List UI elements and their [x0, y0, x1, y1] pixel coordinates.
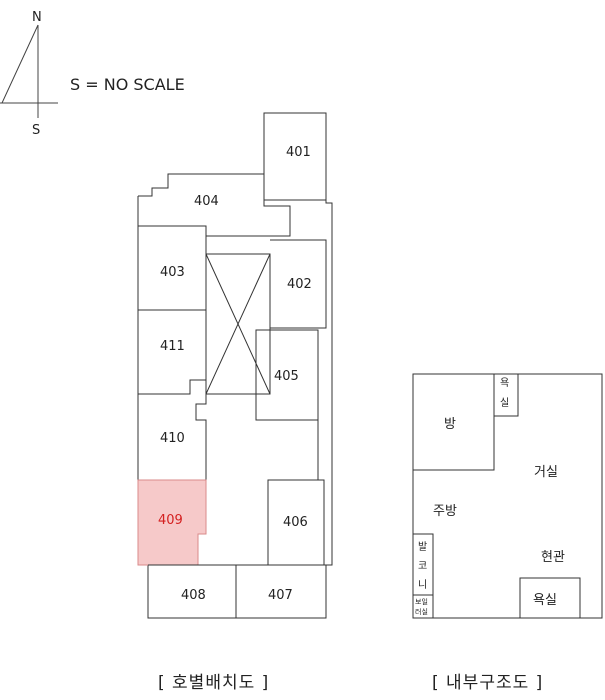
interior-plan [412, 373, 603, 619]
building-outline [137, 112, 333, 619]
room-bang-label: 방 [444, 417, 456, 432]
elevator-shaft [205, 253, 271, 395]
wall-left-core-lower [195, 394, 207, 480]
unit-401-wall [263, 174, 326, 201]
compass-south-label: S [32, 123, 40, 138]
unit-402-wall [270, 239, 327, 329]
wall-yoksil-bottom [519, 577, 581, 618]
wall-411-410 [138, 379, 206, 395]
room-balcony-label-1: 발 [418, 541, 427, 553]
unit-404-label: 404 [194, 194, 219, 209]
wall-balcony [413, 533, 434, 618]
shaft-cross-2 [205, 253, 271, 395]
compass-diagonal [1, 24, 39, 104]
room-yoksil-label: 욕실 [533, 593, 557, 608]
room-jubang-label: 주방 [433, 504, 457, 519]
unit-407-label: 407 [268, 588, 293, 603]
unit-408-label: 408 [181, 588, 206, 603]
room-geosil-label: 거실 [534, 465, 558, 480]
floor-plan-caption: [ 호별배치도 ] [158, 673, 270, 693]
unit-405-label: 405 [274, 369, 299, 384]
room-boiler-label-2: 러실 [415, 607, 428, 616]
room-yoksil-top-label-2: 실 [500, 397, 509, 409]
scale-note: S = NO SCALE [70, 75, 185, 94]
unit-402-label: 402 [287, 277, 312, 292]
interior-plan-caption: [ 내부구조도 ] [432, 673, 544, 693]
room-balcony-label-2: 코 [418, 561, 427, 572]
unit-403-label: 403 [160, 265, 185, 280]
room-boiler-label-1: 보일 [415, 597, 428, 606]
room-balcony-label-3: 니 [418, 579, 427, 591]
room-hyeongwan-label: 현관 [541, 550, 565, 565]
room-yoksil-top-label-1: 욕 [500, 377, 509, 389]
floor-plan [137, 112, 333, 619]
unit-409-highlight [137, 479, 207, 566]
unit-410-label: 410 [160, 431, 185, 446]
unit-409-label: 409 [158, 513, 183, 528]
compass [0, 24, 58, 118]
interior-outline [412, 373, 603, 619]
unit-411-label: 411 [160, 339, 185, 354]
unit-406-label: 406 [283, 515, 308, 530]
compass-north-label: N [32, 10, 42, 25]
unit-405-wall [255, 329, 319, 421]
unit-401-label: 401 [286, 145, 311, 160]
